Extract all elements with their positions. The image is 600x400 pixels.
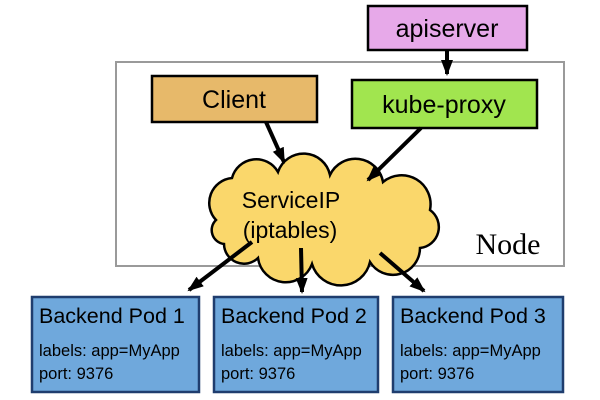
arrow-serviceip-to-pod1 (187, 240, 254, 292)
arrow-kubeproxy-to-serviceip (366, 126, 423, 182)
client-label: Client (202, 86, 266, 114)
backend-pod-2-labels: labels: app=MyApp (221, 342, 362, 360)
backend-pod-2-box (212, 295, 380, 394)
backend-pod-2-title: Backend Pod 2 (221, 304, 367, 328)
backend-pod-2: Backend Pod 2 labels: app=MyApp port: 93… (212, 295, 380, 394)
client-box (150, 74, 319, 124)
arrow-client-to-serviceip (264, 121, 286, 164)
backend-pod-3-title: Backend Pod 3 (400, 304, 546, 328)
backend-pod-1-port: port: 9376 (39, 365, 113, 383)
backend-pod-1-box (30, 295, 201, 394)
backend-pod-1-title: Backend Pod 1 (39, 304, 185, 328)
backend-pod-2-port: port: 9376 (221, 365, 295, 383)
arrow-serviceip-to-pod3 (378, 251, 426, 293)
arrow-serviceip-to-pod2 (295, 247, 308, 294)
backend-pod-3-labels: labels: app=MyApp (400, 342, 541, 360)
node-label: Node (476, 228, 541, 261)
service-ip-sublabel: (iptables) (243, 217, 338, 243)
backend-pod-3-box (391, 295, 565, 394)
kube-proxy-box (350, 78, 539, 130)
backend-pod-1-labels: labels: app=MyApp (39, 342, 180, 360)
backend-pod-3: Backend Pod 3 labels: app=MyApp port: 93… (391, 295, 565, 394)
backend-pod-1: Backend Pod 1 labels: app=MyApp port: 93… (30, 295, 201, 394)
apiserver-label: apiserver (396, 15, 499, 43)
kube-proxy-label: kube-proxy (382, 91, 506, 119)
service-ip-label: ServiceIP (242, 187, 340, 213)
backend-pod-3-port: port: 9376 (400, 365, 474, 383)
